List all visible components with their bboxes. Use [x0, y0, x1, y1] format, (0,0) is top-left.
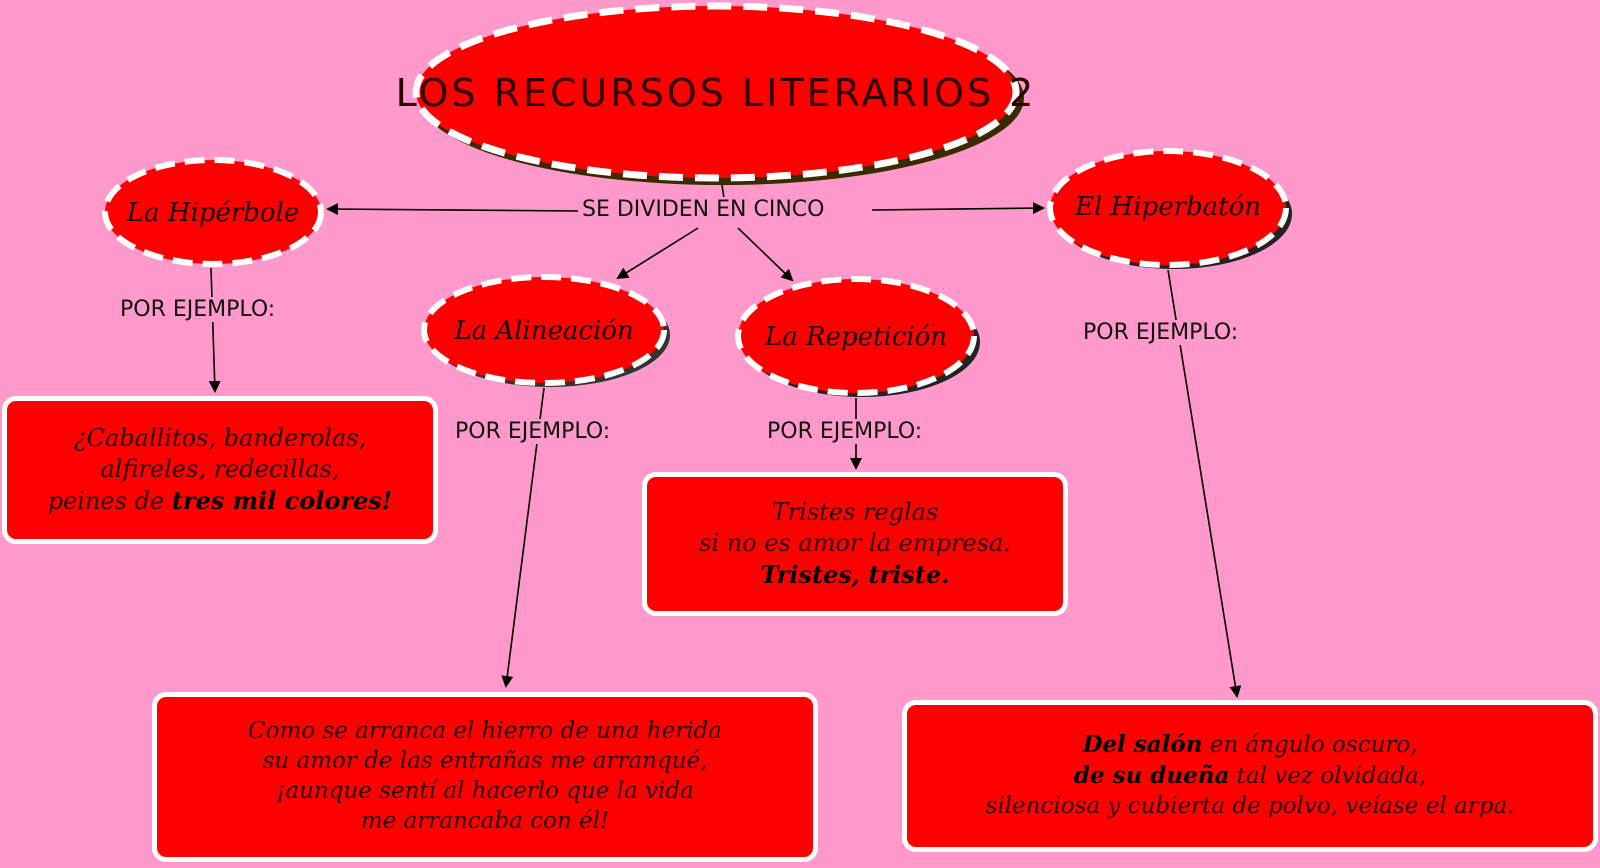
example-label-hiperbaton: POR EJEMPLO:	[1079, 320, 1243, 345]
title-node: LOS RECURSOS LITERARIOS 2	[396, 2, 1037, 185]
node-repeticion-label: La Repetición	[764, 322, 947, 352]
arrow-center-to-hiperbole	[326, 203, 579, 216]
example-label-hiperbole: POR EJEMPLO:	[116, 297, 280, 322]
example-box-alineacion: Como se arranca el hierro de una herida …	[152, 692, 818, 862]
arrow-center-to-alineacion	[616, 227, 699, 280]
example-repeticion-line-1: Tristes reglas	[771, 497, 939, 526]
node-repeticion-ellipse	[735, 276, 977, 396]
example-hiperbaton-line-2-plain: tal vez olvidada,	[1229, 763, 1427, 790]
arrow-center-to-hiperbaton	[871, 202, 1045, 215]
node-hiperbaton: El Hiperbatón	[1047, 148, 1292, 269]
node-hiperbaton-label: El Hiperbatón	[1074, 192, 1261, 222]
node-hiperbole-ellipse	[102, 157, 324, 267]
node-repeticion: La Repetición	[735, 276, 980, 397]
example-hiperbaton-line-3: silenciosa y cubierta de polvo, veíase e…	[985, 792, 1515, 819]
example-hiperbaton-line-1-plain: en ángulo oscuro,	[1202, 732, 1418, 759]
example-hiperbaton-line-1: Del salón en ángulo oscuro,	[1082, 730, 1417, 761]
example-repeticion-line-3-bold: Tristes, triste.	[760, 560, 950, 590]
example-alineacion-line-1: Como se arranca el hierro de una herida	[248, 718, 722, 745]
example-hiperbaton-line-2-bold: de su dueña	[1073, 762, 1230, 790]
node-alineacion: La Alineación	[421, 274, 670, 387]
example-box-repeticion: Tristes reglas si no es amor la empresa.…	[642, 472, 1068, 616]
example-box-hiperbole: ¿Caballitos, banderolas, alfireles, rede…	[2, 396, 438, 544]
arrow-hiperbole-to-example	[208, 267, 221, 393]
example-hiperbole-line-3-plain: peines de	[47, 487, 172, 516]
arrow-center-to-repeticion	[737, 227, 794, 282]
example-hiperbole-line-3-bold: tres mil colores!	[171, 486, 393, 516]
title-node-ellipse	[412, 2, 1020, 182]
node-hiperbole: La Hipérbole	[102, 157, 324, 267]
example-label-repeticion: POR EJEMPLO:	[763, 419, 927, 444]
example-hiperbole-line-3: peines de tres mil colores!	[48, 485, 393, 517]
example-hiperbaton-line-2: de su dueña tal vez olvidada,	[1074, 761, 1426, 792]
example-hiperbole-line-2: alfireles, redecillas,	[100, 454, 340, 483]
connector-title-to-center	[721, 184, 725, 199]
example-repeticion-line-2: si no es amor la empresa.	[699, 528, 1011, 557]
center-label: SE DIVIDEN EN CINCO	[578, 197, 829, 222]
example-alineacion-line-2: su amor de las entrañas me arranqué,	[262, 748, 708, 775]
example-repeticion-line-3: Tristes, triste.	[760, 559, 949, 591]
title-text: LOS RECURSOS LITERARIOS 2	[396, 71, 1037, 115]
example-alineacion-line-3: ¡aunque sentí al hacerlo que la vida	[276, 778, 694, 804]
node-alineacion-label: La Alineación	[453, 316, 633, 346]
node-alineacion-ellipse	[421, 274, 667, 386]
example-hiperbaton-line-1-bold: Del salón	[1082, 731, 1203, 759]
node-hiperbole-label: La Hipérbole	[126, 198, 299, 228]
example-label-alineacion: POR EJEMPLO:	[451, 419, 615, 444]
example-alineacion-line-4: me arrancaba con él!	[360, 807, 610, 834]
example-hiperbole-line-1: ¿Caballitos, banderolas,	[73, 423, 367, 452]
node-hiperbaton-ellipse	[1047, 148, 1289, 268]
example-box-hiperbaton: Del salón en ángulo oscuro, de su dueña …	[902, 700, 1598, 852]
